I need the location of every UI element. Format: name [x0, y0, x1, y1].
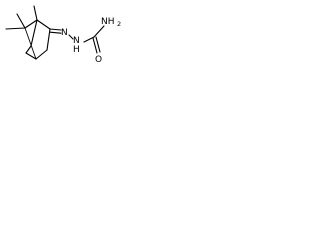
bond-c4-c7: [24, 27, 37, 60]
bond-carbonyl-amide: [93, 25, 105, 38]
carbonyl-o-label: O: [95, 55, 102, 65]
bond-c-o-a: [92, 37, 98, 54]
bond-c3-c4: [35, 49, 48, 60]
bond-c7-methyl-a: [16, 13, 26, 29]
hydrazone-n2-label: N: [73, 36, 80, 46]
bond-c-o-b: [95, 36, 101, 53]
bond-c1-c2: [36, 19, 51, 30]
carbonyl-double-bond: [92, 36, 101, 54]
bond-c2-n-a: [49, 28, 62, 31]
bond-c1-c7: [24, 19, 38, 29]
structure-diagram: N N H O NH 2: [5, 5, 121, 65]
bond-c1-bridgehead-methyl: [33, 5, 38, 21]
amide-nh2-subscript: 2: [117, 20, 121, 28]
bond-c1-c6: [30, 19, 38, 47]
hydrazone-h-label: H: [73, 45, 80, 55]
bond-c7-methyl-b: [5, 27, 26, 30]
bond-c2-c3: [46, 28, 51, 51]
bond-c2-n-b: [49, 31, 62, 34]
bond-c5-c6: [25, 45, 32, 54]
hydrazone-n1-label: N: [61, 28, 68, 38]
bond-n-n: [68, 34, 74, 40]
amide-nh2-label: NH: [101, 17, 115, 27]
bond-c4-c5: [25, 52, 37, 60]
bicyclic-ring: [24, 5, 51, 60]
gem-dimethyl: [5, 13, 26, 30]
imine-double-bond: [49, 28, 62, 34]
bond-n-carbonyl: [83, 36, 95, 43]
